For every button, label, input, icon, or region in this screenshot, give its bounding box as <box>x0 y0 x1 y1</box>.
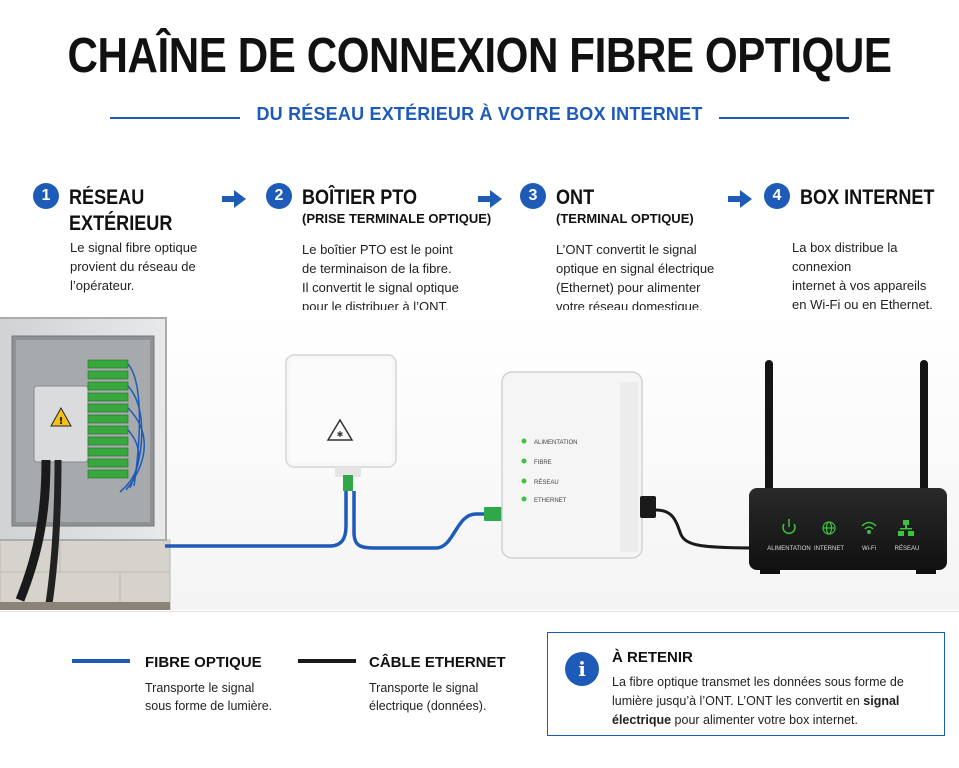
takeaway-text-part: pour alimenter votre box internet. <box>671 713 858 727</box>
page-subtitle: DU RÉSEAU EXTÉRIEUR À VOTRE BOX INTERNET <box>256 104 703 124</box>
step-number: 1 <box>33 183 59 209</box>
step-1-description: Le signal fibre optique provient du rése… <box>70 240 198 293</box>
step-number: 3 <box>520 183 546 209</box>
subtitle-banner: DU RÉSEAU EXTÉRIEUR À VOTRE BOX INTERNET <box>110 104 849 132</box>
network-icon <box>898 520 914 536</box>
legend-ethernet-swatch <box>298 659 356 663</box>
ont-led-label: RÉSEAU <box>534 479 559 486</box>
router-device: ALIMENTATION INTERNET Wi-Fi RÉSEAU <box>749 360 947 574</box>
power-icon <box>782 519 796 534</box>
step-subtitle: (TERMINAL OPTIQUE) <box>556 211 694 226</box>
warning-icon <box>326 418 354 441</box>
page-title: CHAÎNE DE CONNEXION FIBRE OPTIQUE <box>67 29 892 83</box>
ethernet-cable <box>655 508 761 550</box>
arrow-right-icon <box>222 190 246 208</box>
takeaway-text-part: La fibre optique transmet les données so… <box>612 675 904 708</box>
info-icon: i <box>565 652 599 686</box>
connection-illustration: ! ✱ <box>0 310 959 610</box>
router-led-label: RÉSEAU <box>895 545 920 552</box>
legend-ethernet-title: CÂBLE ETHERNET <box>369 654 506 671</box>
legend-fiber-title: FIBRE OPTIQUE <box>145 654 262 671</box>
step-title: BOÎTIER PTO <box>302 186 418 209</box>
legend-fiber-description: Transporte le signal sous forme de lumiè… <box>145 681 273 713</box>
takeaway-title: À RETENIR <box>612 649 693 666</box>
router-led-label: Wi-Fi <box>862 546 876 552</box>
step-4-description: La box distribue la connexion internet à… <box>792 240 933 312</box>
street-cabinet: ! <box>0 317 171 610</box>
legend-fiber-swatch <box>72 659 130 663</box>
svg-text:!: ! <box>59 416 64 427</box>
ont-led-label: ETHERNET <box>534 498 567 504</box>
pto-box: ✱ <box>285 354 397 491</box>
ont-device: ALIMENTATION FIBRE RÉSEAU ETHERNET <box>501 371 643 559</box>
arrow-right-icon <box>728 190 752 208</box>
step-title: ONT <box>556 186 595 209</box>
fiber-cable-2 <box>352 491 486 550</box>
svg-text:✱: ✱ <box>337 430 344 439</box>
fiber-cable-1 <box>165 478 348 548</box>
section-divider <box>0 611 959 612</box>
step-2-description: Le boîtier PTO est le point de terminais… <box>302 242 459 314</box>
step-subtitle: (PRISE TERMINALE OPTIQUE) <box>302 211 492 226</box>
ont-led-label: FIBRE <box>534 460 552 466</box>
takeaway-text-emphasis: signal électrique <box>612 694 900 727</box>
step-number: 4 <box>764 183 790 209</box>
key-takeaway-box: i À RETENIR La fibre optique transmet le… <box>547 632 945 736</box>
step-3-description: L’ONT convertit le signal optique en sig… <box>556 242 715 314</box>
step-number: 2 <box>266 183 292 209</box>
step-title: RÉSEAU EXTÉRIEUR <box>69 186 173 235</box>
legend-ethernet-description: Transporte le signal électrique (données… <box>369 681 487 713</box>
arrow-right-icon <box>478 190 502 208</box>
router-led-label: INTERNET <box>814 546 844 552</box>
globe-icon <box>822 521 836 535</box>
ont-led-label: ALIMENTATION <box>534 440 577 446</box>
wifi-icon <box>861 521 877 534</box>
router-led-label: ALIMENTATION <box>767 546 810 552</box>
takeaway-text: La fibre optique transmet les données so… <box>612 673 932 730</box>
subtitle-rule-right <box>719 117 849 119</box>
subtitle-rule-left <box>110 117 240 119</box>
step-title: BOX INTERNET <box>800 186 935 209</box>
